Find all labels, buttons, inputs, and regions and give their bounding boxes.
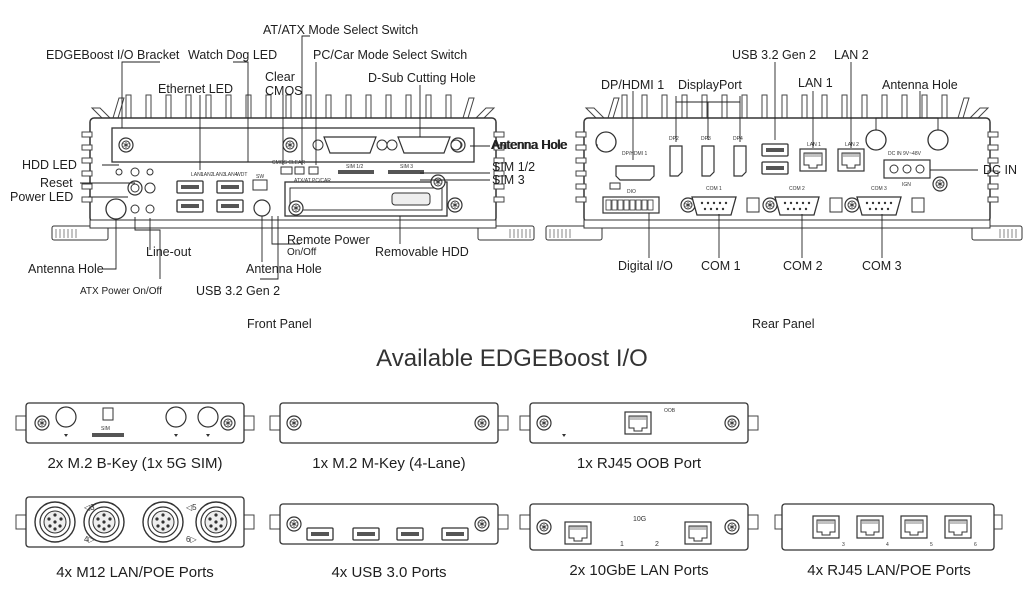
svg-text:SW: SW: [256, 174, 264, 180]
module-caption-usb: 4x USB 3.0 Ports: [331, 564, 447, 581]
label-dc-in: DC IN: [983, 163, 1018, 177]
label-edgeboost-bracket: EDGEBoost I/O Bracket: [46, 48, 180, 62]
rear-panel-caption: Rear Panel: [752, 317, 815, 331]
label-antenna-hole-rear-left: Antenna Hole: [491, 138, 567, 152]
module-m12-lan: ◁3 4▷ ◁5 6▷: [15, 496, 255, 548]
label-sim3: SIM 3: [492, 173, 525, 187]
module-caption-rj45-oob: 1x RJ45 OOB Port: [576, 455, 702, 472]
label-pc-car-switch: PC/Car Mode Select Switch: [313, 48, 468, 62]
label-antenna-hole-front-left: Antenna Hole: [28, 262, 104, 276]
label-antenna-hole-front-right: Antenna Hole: [492, 138, 568, 152]
label-line-out: Line-out: [146, 245, 192, 259]
module-rj45-oob: OOB: [519, 402, 759, 444]
svg-text:LAN4: LAN4: [225, 172, 238, 178]
module-m2-bkey: SIM: [15, 402, 255, 444]
module-caption-rj45-lan: 4x RJ45 LAN/POE Ports: [807, 562, 971, 579]
label-watchdog-led: Watch Dog LED: [188, 48, 278, 62]
label-atx-mode-switch: AT/ATX Mode Select Switch: [263, 23, 419, 37]
label-antenna-hole-front-center: Antenna Hole: [246, 262, 322, 276]
svg-text:5: 5: [930, 542, 933, 548]
svg-text:DP/HDMI 1: DP/HDMI 1: [622, 151, 648, 157]
svg-text:DP3: DP3: [701, 136, 711, 142]
svg-text:◁3: ◁3: [84, 503, 95, 512]
label-com3: COM 3: [862, 259, 902, 273]
label-com1: COM 1: [701, 259, 741, 273]
rear-panel-chassis: DP/HDMI 1 DP2 DP3 DP4 LAN 1 LAN 2 DC IN 9V~…: [545, 62, 1023, 258]
module-caption-m12-lan: 4x M12 LAN/POE Ports: [56, 564, 214, 581]
svg-text:SIM 1/2: SIM 1/2: [346, 164, 363, 170]
section-title: Available EDGEBoost I/O: [376, 345, 648, 372]
svg-text:IGN: IGN: [902, 182, 911, 188]
svg-text:3: 3: [842, 542, 845, 548]
label-hdd-led: HDD LED: [22, 158, 77, 172]
svg-text:COM 3: COM 3: [871, 186, 887, 192]
svg-text:2: 2: [655, 541, 659, 548]
svg-text:OOB: OOB: [664, 408, 676, 414]
svg-text:CMOS CLEAR: CMOS CLEAR: [272, 160, 305, 166]
label-ethernet-led: Ethernet LED: [158, 82, 234, 96]
label-remote-power: Remote Power: [287, 233, 370, 247]
svg-text:DIO: DIO: [627, 189, 636, 195]
svg-text:DC IN 9V~48V: DC IN 9V~48V: [888, 151, 922, 157]
svg-text:SIM 3: SIM 3: [400, 164, 413, 170]
svg-text:6▷: 6▷: [186, 535, 197, 544]
label-removable-hdd: Removable HDD: [375, 245, 469, 259]
label-remote-power-sub: On/Off: [287, 247, 317, 258]
svg-text:10G: 10G: [633, 516, 646, 523]
svg-text:COM 2: COM 2: [789, 186, 805, 192]
svg-text:1: 1: [620, 541, 624, 548]
label-sim12: SIM 1/2: [492, 160, 536, 174]
module-usb: [269, 503, 509, 545]
svg-text:PC/CAR: PC/CAR: [312, 178, 331, 184]
label-usb-rear: USB 3.2 Gen 2: [732, 48, 817, 62]
label-lan2: LAN 2: [834, 48, 869, 62]
svg-text:WDT: WDT: [236, 172, 247, 178]
module-rj45-lan: 3 4 5 6: [774, 503, 1003, 551]
svg-text:DP4: DP4: [733, 136, 743, 142]
label-dsub-hole: D-Sub Cutting Hole: [368, 71, 476, 85]
module-10gbe: 10G 1 2: [519, 503, 759, 551]
svg-text:◁5: ◁5: [186, 503, 197, 512]
svg-text:LAN2: LAN2: [201, 172, 214, 178]
label-usb-front: USB 3.2 Gen 2: [196, 284, 281, 298]
svg-text:6: 6: [974, 542, 977, 548]
svg-text:LAN 1: LAN 1: [807, 142, 821, 148]
module-m2-mkey: [269, 402, 509, 444]
label-com2: COM 2: [783, 259, 823, 273]
label-atx-power: ATX Power On/Off: [80, 286, 162, 297]
label-antenna-hole-rear-right: Antenna Hole: [882, 78, 958, 92]
svg-text:LAN3: LAN3: [213, 172, 226, 178]
label-digital-io: Digital I/O: [618, 259, 673, 273]
svg-text:LAN1: LAN1: [191, 172, 204, 178]
label-power-led: Power LED: [10, 190, 74, 204]
svg-text:SIM: SIM: [101, 426, 110, 432]
front-panel-caption: Front Panel: [247, 317, 312, 331]
svg-text:ATX/AT: ATX/AT: [294, 178, 311, 184]
svg-text:COM 1: COM 1: [706, 186, 722, 192]
label-clear-cmos: Clear CMOS: [265, 70, 303, 98]
module-caption-m2-bkey: 2x M.2 B-Key (1x 5G SIM): [47, 455, 223, 472]
svg-text:LAN 2: LAN 2: [845, 142, 859, 148]
module-caption-m2-mkey: 1x M.2 M-Key (4-Lane): [312, 455, 466, 472]
label-lan1: LAN 1: [798, 76, 833, 90]
svg-text:4: 4: [886, 542, 889, 548]
module-caption-10gbe: 2x 10GbE LAN Ports: [569, 562, 709, 579]
svg-text:DP2: DP2: [669, 136, 679, 142]
label-reset: Reset: [40, 176, 73, 190]
svg-text:4▷: 4▷: [84, 535, 95, 544]
label-dp-hdmi: DP/HDMI 1: [601, 78, 665, 92]
label-displayport: DisplayPort: [678, 78, 742, 92]
